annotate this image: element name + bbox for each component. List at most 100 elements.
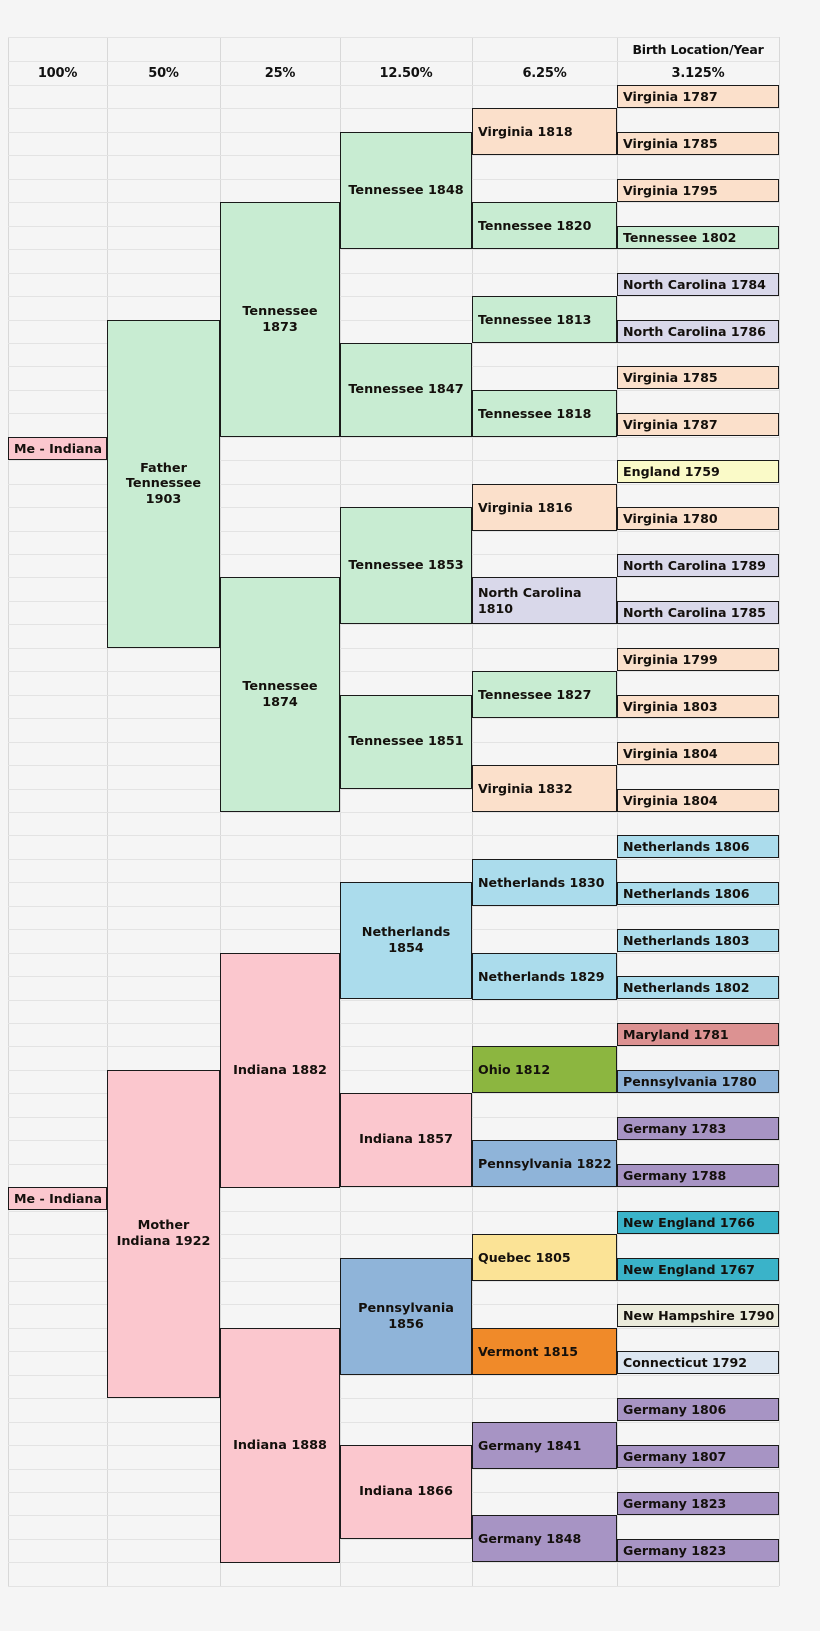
ancestor-box[interactable]: North Carolina 1810 — [472, 577, 617, 624]
ancestor-box[interactable]: North Carolina 1786 — [617, 320, 779, 343]
ancestor-box[interactable]: Virginia 1818 — [472, 108, 617, 155]
ancestor-box[interactable]: New England 1767 — [617, 1258, 779, 1281]
grid-row-divider-32 — [8, 789, 779, 790]
ancestor-box[interactable]: Virginia 1804 — [617, 742, 779, 765]
ancestor-label: North Carolina 1786 — [623, 323, 766, 339]
grid-row-divider-51 — [8, 1234, 779, 1235]
ancestor-box[interactable]: England 1759 — [617, 460, 779, 483]
ancestor-box[interactable]: Maryland 1781 — [617, 1023, 779, 1046]
grid-row-divider-34 — [8, 835, 779, 836]
ancestor-label: Germany 1841 — [478, 1437, 582, 1453]
ancestor-box[interactable]: Father Tennessee 1903 — [107, 320, 220, 648]
ancestor-box[interactable]: Tennessee 1813 — [472, 296, 617, 343]
ancestor-box[interactable]: Tennessee 1847 — [340, 343, 472, 437]
grid-row-divider-9 — [8, 249, 779, 250]
ancestor-box[interactable]: North Carolina 1789 — [617, 554, 779, 577]
ancestor-box[interactable]: Tennessee 1853 — [340, 507, 472, 624]
ancestor-box[interactable]: Virginia 1832 — [472, 765, 617, 812]
ancestor-label: Mother Indiana 1922 — [116, 1218, 211, 1249]
ancestor-box[interactable]: Virginia 1785 — [617, 366, 779, 389]
ancestor-box[interactable]: Netherlands 1830 — [472, 859, 617, 906]
ancestor-box[interactable]: Germany 1783 — [617, 1117, 779, 1140]
ancestor-box[interactable]: Tennessee 1848 — [340, 132, 472, 249]
ancestor-box[interactable]: Netherlands 1803 — [617, 929, 779, 952]
ancestor-label: Netherlands 1830 — [478, 874, 605, 890]
ancestor-box[interactable]: Me - Indiana — [8, 1187, 107, 1210]
ancestor-box[interactable]: Connecticut 1792 — [617, 1351, 779, 1374]
ancestor-box[interactable]: Me - Indiana — [8, 437, 107, 460]
ancestor-box[interactable]: Ohio 1812 — [472, 1046, 617, 1093]
ancestor-box[interactable]: Virginia 1787 — [617, 85, 779, 108]
grid-column-divider-0 — [8, 37, 9, 1586]
ancestor-box[interactable]: Tennessee 1873 — [220, 202, 340, 437]
ancestor-label: Virginia 1804 — [623, 792, 718, 808]
ancestor-label: Tennessee 1847 — [348, 382, 464, 398]
column-header-12-5: 12.50% — [379, 65, 433, 81]
ancestor-label: North Carolina 1784 — [623, 276, 766, 292]
ancestor-box[interactable]: Germany 1841 — [472, 1422, 617, 1469]
ancestor-label: Indiana 1857 — [359, 1132, 453, 1148]
ancestor-box[interactable]: Germany 1823 — [617, 1492, 779, 1515]
ancestor-box[interactable]: Virginia 1780 — [617, 507, 779, 530]
grid-row-divider-27 — [8, 671, 779, 672]
ancestor-box[interactable]: Pennsylvania 1822 — [472, 1140, 617, 1187]
ancestor-box[interactable]: Mother Indiana 1922 — [107, 1070, 220, 1398]
ancestor-label: Germany 1807 — [623, 1448, 727, 1464]
grid-row-divider-0 — [8, 37, 779, 38]
ancestor-box[interactable]: Quebec 1805 — [472, 1234, 617, 1281]
ancestor-label: Virginia 1799 — [623, 651, 718, 667]
ancestor-box[interactable]: Indiana 1882 — [220, 953, 340, 1188]
grid-row-divider-43 — [8, 1046, 779, 1047]
ancestor-box[interactable]: Germany 1788 — [617, 1164, 779, 1187]
ancestor-box[interactable]: Virginia 1803 — [617, 695, 779, 718]
ancestor-box[interactable]: Virginia 1795 — [617, 179, 779, 202]
ancestor-box[interactable]: Indiana 1866 — [340, 1445, 472, 1539]
ancestor-label: Virginia 1804 — [623, 745, 718, 761]
ancestor-box[interactable]: Germany 1848 — [472, 1515, 617, 1562]
ancestor-label: New England 1767 — [623, 1261, 755, 1277]
grid-row-divider-10 — [8, 273, 779, 274]
ancestor-box[interactable]: Virginia 1816 — [472, 484, 617, 531]
ancestor-box[interactable]: Netherlands 1806 — [617, 835, 779, 858]
ancestor-box[interactable]: Tennessee 1802 — [617, 226, 779, 249]
ancestor-box[interactable]: Netherlands 1854 — [340, 882, 472, 999]
ancestor-label: Netherlands 1806 — [623, 838, 750, 854]
ancestor-box[interactable]: Germany 1807 — [617, 1445, 779, 1468]
ancestor-label: Virginia 1803 — [623, 698, 718, 714]
ancestor-label: Germany 1806 — [623, 1401, 727, 1417]
ancestor-box[interactable]: Virginia 1804 — [617, 789, 779, 812]
ancestor-box[interactable]: Tennessee 1818 — [472, 390, 617, 437]
ancestor-box[interactable]: New Hampshire 1790 — [617, 1304, 779, 1327]
ancestor-box[interactable]: Vermont 1815 — [472, 1328, 617, 1375]
ancestor-box[interactable]: Tennessee 1874 — [220, 577, 340, 812]
ancestor-box[interactable]: Pennsylvania 1856 — [340, 1258, 472, 1375]
ancestor-box[interactable]: Tennessee 1851 — [340, 695, 472, 789]
column-header-100: 100% — [37, 65, 78, 81]
ancestor-box[interactable]: Indiana 1888 — [220, 1328, 340, 1563]
ancestor-label: Tennessee 1853 — [348, 557, 464, 573]
ancestor-box[interactable]: North Carolina 1785 — [617, 601, 779, 624]
ancestor-box[interactable]: Virginia 1787 — [617, 413, 779, 436]
ancestor-label: Tennessee 1851 — [348, 734, 464, 750]
ancestor-box[interactable]: Pennsylvania 1780 — [617, 1070, 779, 1093]
ancestor-box[interactable]: Netherlands 1829 — [472, 953, 617, 1000]
ancestor-label: Germany 1788 — [623, 1167, 727, 1183]
ancestor-box[interactable]: New England 1766 — [617, 1211, 779, 1234]
ancestor-box[interactable]: Virginia 1799 — [617, 648, 779, 671]
ancestor-box[interactable]: Virginia 1785 — [617, 132, 779, 155]
grid-row-divider-42 — [8, 1023, 779, 1024]
grid-row-divider-64 — [8, 1539, 779, 1540]
ancestor-label: Tennessee 1813 — [478, 311, 592, 327]
ancestor-box[interactable]: Germany 1806 — [617, 1398, 779, 1421]
ancestor-label: Indiana 1882 — [233, 1062, 327, 1078]
ancestor-box[interactable]: North Carolina 1784 — [617, 273, 779, 296]
ancestor-box[interactable]: Germany 1823 — [617, 1539, 779, 1562]
ancestor-box[interactable]: Netherlands 1802 — [617, 976, 779, 999]
grid-row-divider-57 — [8, 1375, 779, 1376]
ancestor-box[interactable]: Tennessee 1820 — [472, 202, 617, 249]
ancestor-box[interactable]: Tennessee 1827 — [472, 671, 617, 718]
grid-row-divider-11 — [8, 296, 779, 297]
ancestor-box[interactable]: Netherlands 1806 — [617, 882, 779, 905]
ancestor-label: Netherlands 1803 — [623, 932, 750, 948]
ancestor-box[interactable]: Indiana 1857 — [340, 1093, 472, 1187]
